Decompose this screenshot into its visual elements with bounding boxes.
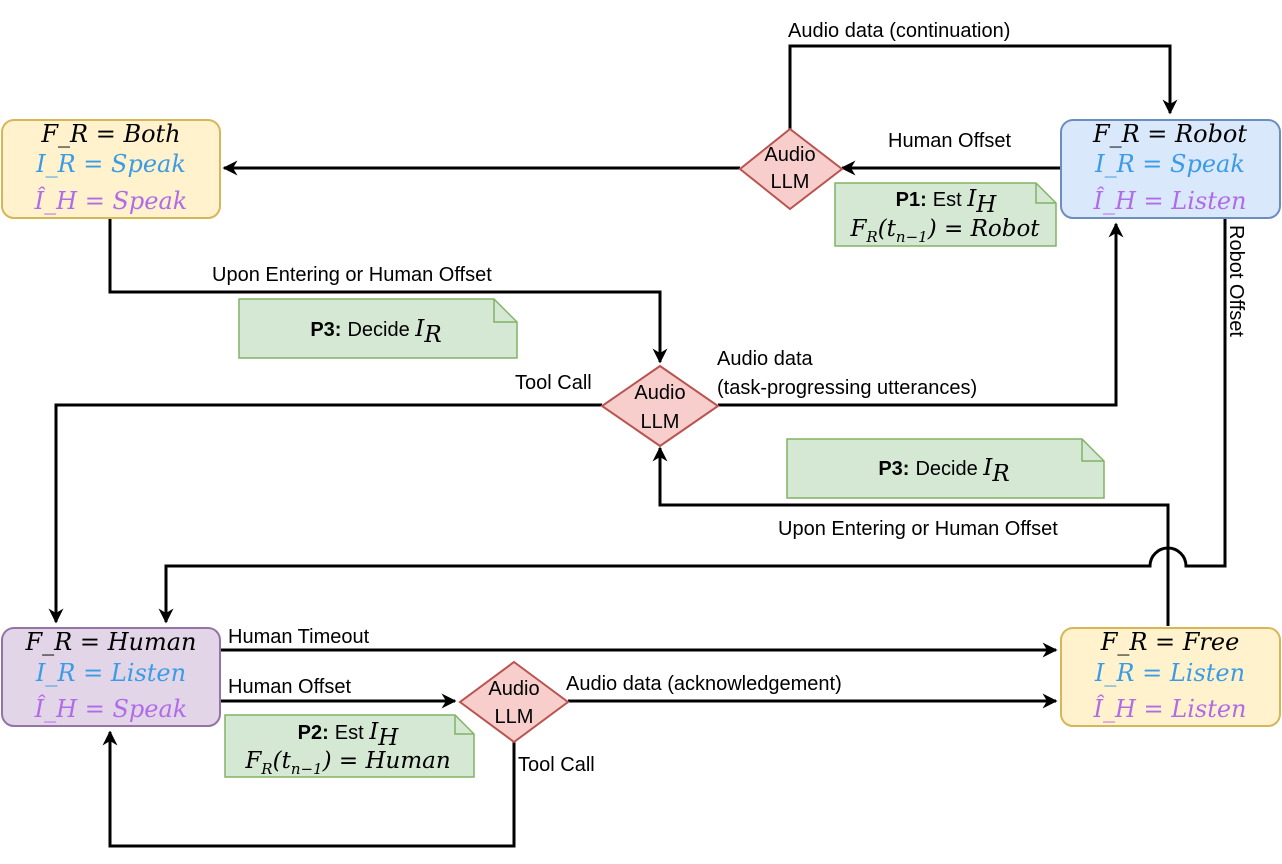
decision-middle-shape	[600, 364, 720, 448]
edge-free-to-llm	[652, 446, 1170, 626]
note-p3b: P3:Decide IR	[786, 438, 1105, 499]
label-audio-continuation: Audio data (continuation)	[788, 20, 1010, 42]
note-p1-line2: FR(tn−1) = Robot	[849, 216, 1040, 246]
decision-top-line2: LLM	[771, 171, 810, 193]
note-p1-line1: P1:Est IH	[896, 186, 998, 218]
state-human: F_R = Human I_R = Listen Î_H = Speak	[1, 627, 221, 727]
state-free: F_R = Free I_R = Listen Î_H = Listen	[1060, 627, 1281, 727]
decision-top-shape	[738, 127, 844, 211]
state-robot-h: Î_H = Listen	[1092, 186, 1246, 215]
label-tool-call-bottom: Tool Call	[518, 754, 595, 776]
decision-bottom-line1: Audio	[488, 678, 539, 700]
decision-bottom: Audio LLM	[458, 660, 570, 744]
decision-middle: Audio LLM	[600, 364, 720, 448]
note-p2-line2: FR(tn−1) = Human	[244, 748, 450, 778]
decision-middle-line2: LLM	[641, 411, 680, 433]
label-human-offset-top: Human Offset	[888, 130, 1011, 152]
label-human-offset-bottom: Human Offset	[228, 676, 351, 698]
label-audio-task-1: Audio data	[717, 348, 814, 370]
state-free-i: I_R = Listen	[1094, 659, 1245, 687]
edge-audio-continuation	[788, 44, 1178, 130]
state-both-i: I_R = Speak	[35, 150, 186, 178]
note-p1: P1:Est IH FR(tn−1) = Robot	[834, 182, 1057, 247]
decision-top-line1: Audio	[764, 144, 815, 166]
state-both-h: Î_H = Speak	[34, 186, 188, 215]
label-tool-call-mid: Tool Call	[515, 372, 592, 394]
note-p3a-shape	[238, 298, 518, 359]
state-human-i: I_R = Listen	[35, 659, 186, 687]
note-p1-shape	[834, 182, 1057, 247]
decision-bottom-line2: LLM	[495, 706, 534, 728]
decision-bottom-shape	[458, 660, 570, 744]
edges	[48, 44, 1227, 848]
state-human-h: Î_H = Speak	[34, 694, 188, 723]
note-p2: P2:Est IH FR(tn−1) = Human	[224, 714, 475, 778]
state-robot-box	[1060, 119, 1281, 219]
edge-robot-offset	[158, 218, 1227, 624]
note-p3b-shape	[786, 438, 1105, 499]
label-audio-ack: Audio data (acknowledgement)	[566, 673, 842, 695]
decision-middle-line1: Audio	[634, 382, 685, 404]
edge-labels: Audio data (continuation) Human Offset R…	[212, 20, 1247, 776]
edge-both-to-llm	[108, 218, 668, 364]
label-audio-task-2: (task-progressing utterances)	[717, 377, 977, 399]
note-p2-shape	[224, 714, 475, 778]
decision-top: Audio LLM	[738, 127, 844, 211]
note-p3a-text: P3:Decide IR	[310, 316, 441, 348]
state-free-f: F_R = Free	[1100, 628, 1240, 656]
state-both: F_R = Both I_R = Speak Î_H = Speak	[1, 119, 221, 219]
label-upon-entering-top: Upon Entering or Human Offset	[212, 264, 492, 286]
note-p3a: P3:Decide IR	[238, 298, 518, 359]
state-both-box	[1, 119, 221, 219]
state-human-f: F_R = Human	[25, 628, 197, 656]
label-robot-offset: Robot Offset	[1225, 225, 1247, 337]
label-human-timeout: Human Timeout	[228, 626, 370, 648]
label-upon-entering-bottom: Upon Entering or Human Offset	[778, 518, 1058, 540]
state-human-box	[1, 627, 221, 727]
state-robot: F_R = Robot I_R = Speak Î_H = Listen	[1060, 119, 1281, 219]
note-p3b-text: P3:Decide IR	[878, 455, 1009, 487]
edge-tool-call-bottom	[102, 730, 516, 848]
state-robot-i: I_R = Speak	[1094, 150, 1245, 178]
edge-tool-call-mid	[48, 403, 602, 624]
state-free-box	[1060, 627, 1281, 727]
state-both-f: F_R = Both	[40, 120, 180, 148]
note-p2-line1: P2:Est IH	[298, 719, 400, 751]
state-free-h: Î_H = Listen	[1092, 694, 1246, 723]
state-robot-f: F_R = Robot	[1092, 120, 1247, 148]
edge-llm-to-robot	[718, 222, 1124, 407]
